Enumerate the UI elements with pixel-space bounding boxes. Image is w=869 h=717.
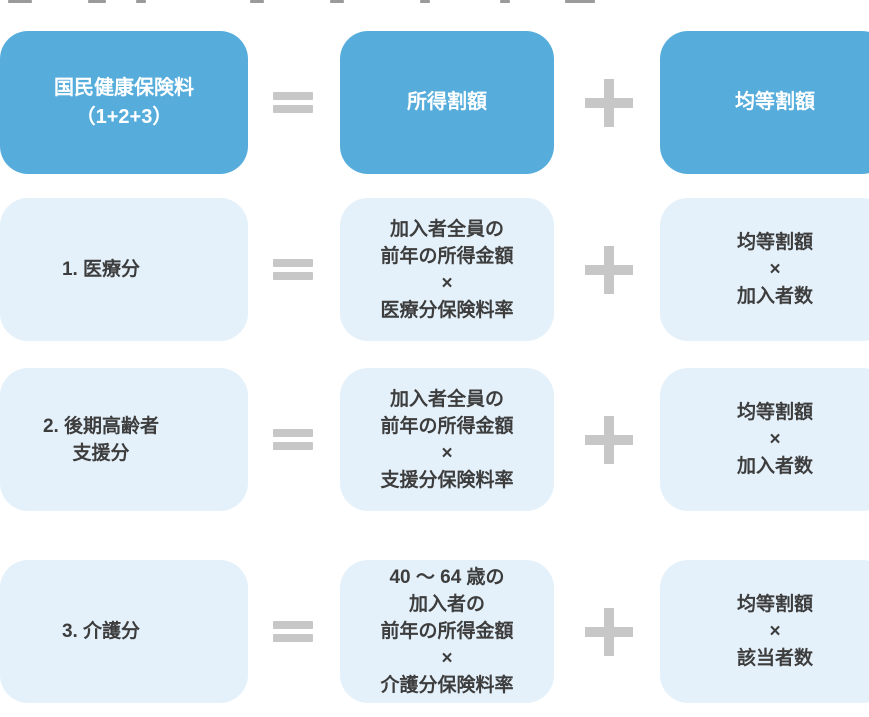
plus-icon: [583, 31, 635, 174]
nursing-care-income-formula-box: 40 ～ 64 歳の 加入者の 前年の所得金額 × 介護分保険料率: [340, 560, 554, 703]
formula-row-elderly-support: 2. 後期高齢者 支援分 加入者全員の 前年の所得金額 × 支援分保険料率 均等…: [0, 368, 869, 511]
elderly-support-percapita-formula-box: 均等割額 × 加入者数: [660, 368, 869, 511]
equals-glyph: [273, 255, 313, 285]
nursing-care-percapita-formula-box: 均等割額 × 該当者数: [660, 560, 869, 703]
plus-glyph: [585, 245, 633, 294]
medical-income-formula-box: 加入者全員の 前年の所得金額 × 医療分保険料率: [340, 198, 554, 341]
medical-portion-label: 1. 医療分: [61, 259, 141, 280]
equals-glyph: [273, 617, 313, 647]
nursing-care-portion-box: 3. 介護分: [0, 560, 248, 703]
income-based-amount-box: 所得割額: [340, 31, 554, 174]
nursing-care-portion-label: 3. 介護分: [61, 621, 141, 642]
medical-portion-box: 1. 医療分: [0, 198, 248, 341]
clipped-text-fragment: [0, 0, 620, 4]
elderly-support-portion-label: 2. 後期高齢者 支援分: [42, 415, 160, 464]
plus-glyph: [585, 607, 633, 656]
per-capita-amount-label: 均等割額: [735, 91, 815, 113]
formula-row-medical: 1. 医療分 加入者全員の 前年の所得金額 × 医療分保険料率 均等割額 × 加…: [0, 198, 869, 341]
elderly-support-portion-box: 2. 後期高齢者 支援分: [0, 368, 248, 511]
total-premium-label: 国民健康保険料 （1+2+3）: [54, 76, 194, 128]
plus-icon: [583, 560, 635, 703]
nursing-care-percapita-formula-text: 均等割額 × 該当者数: [736, 594, 813, 669]
plus-icon: [583, 198, 635, 341]
elderly-support-income-formula-text: 加入者全員の 前年の所得金額 × 支援分保険料率: [380, 388, 514, 491]
plus-icon: [583, 368, 635, 511]
medical-income-formula-text: 加入者全員の 前年の所得金額 × 医療分保険料率: [380, 218, 514, 321]
elderly-support-percapita-formula-text: 均等割額 × 加入者数: [736, 402, 813, 477]
plus-glyph: [585, 78, 633, 127]
equals-icon: [267, 198, 319, 341]
per-capita-amount-box: 均等割額: [660, 31, 869, 174]
equals-icon: [267, 560, 319, 703]
equals-icon: [267, 368, 319, 511]
equals-icon: [267, 31, 319, 174]
formula-row-total: 国民健康保険料 （1+2+3） 所得割額 均等割額: [0, 31, 869, 174]
nursing-care-income-formula-text: 40 ～ 64 歳の 加入者の 前年の所得金額 × 介護分保険料率: [380, 567, 514, 696]
medical-percapita-formula-text: 均等割額 × 加入者数: [736, 232, 813, 307]
total-premium-box: 国民健康保険料 （1+2+3）: [0, 31, 248, 174]
equals-glyph: [273, 88, 313, 118]
formula-row-nursing-care: 3. 介護分 40 ～ 64 歳の 加入者の 前年の所得金額 × 介護分保険料率…: [0, 560, 869, 703]
medical-percapita-formula-box: 均等割額 × 加入者数: [660, 198, 869, 341]
equals-glyph: [273, 425, 313, 455]
income-based-amount-label: 所得割額: [407, 91, 487, 113]
plus-glyph: [585, 415, 633, 464]
elderly-support-income-formula-box: 加入者全員の 前年の所得金額 × 支援分保険料率: [340, 368, 554, 511]
